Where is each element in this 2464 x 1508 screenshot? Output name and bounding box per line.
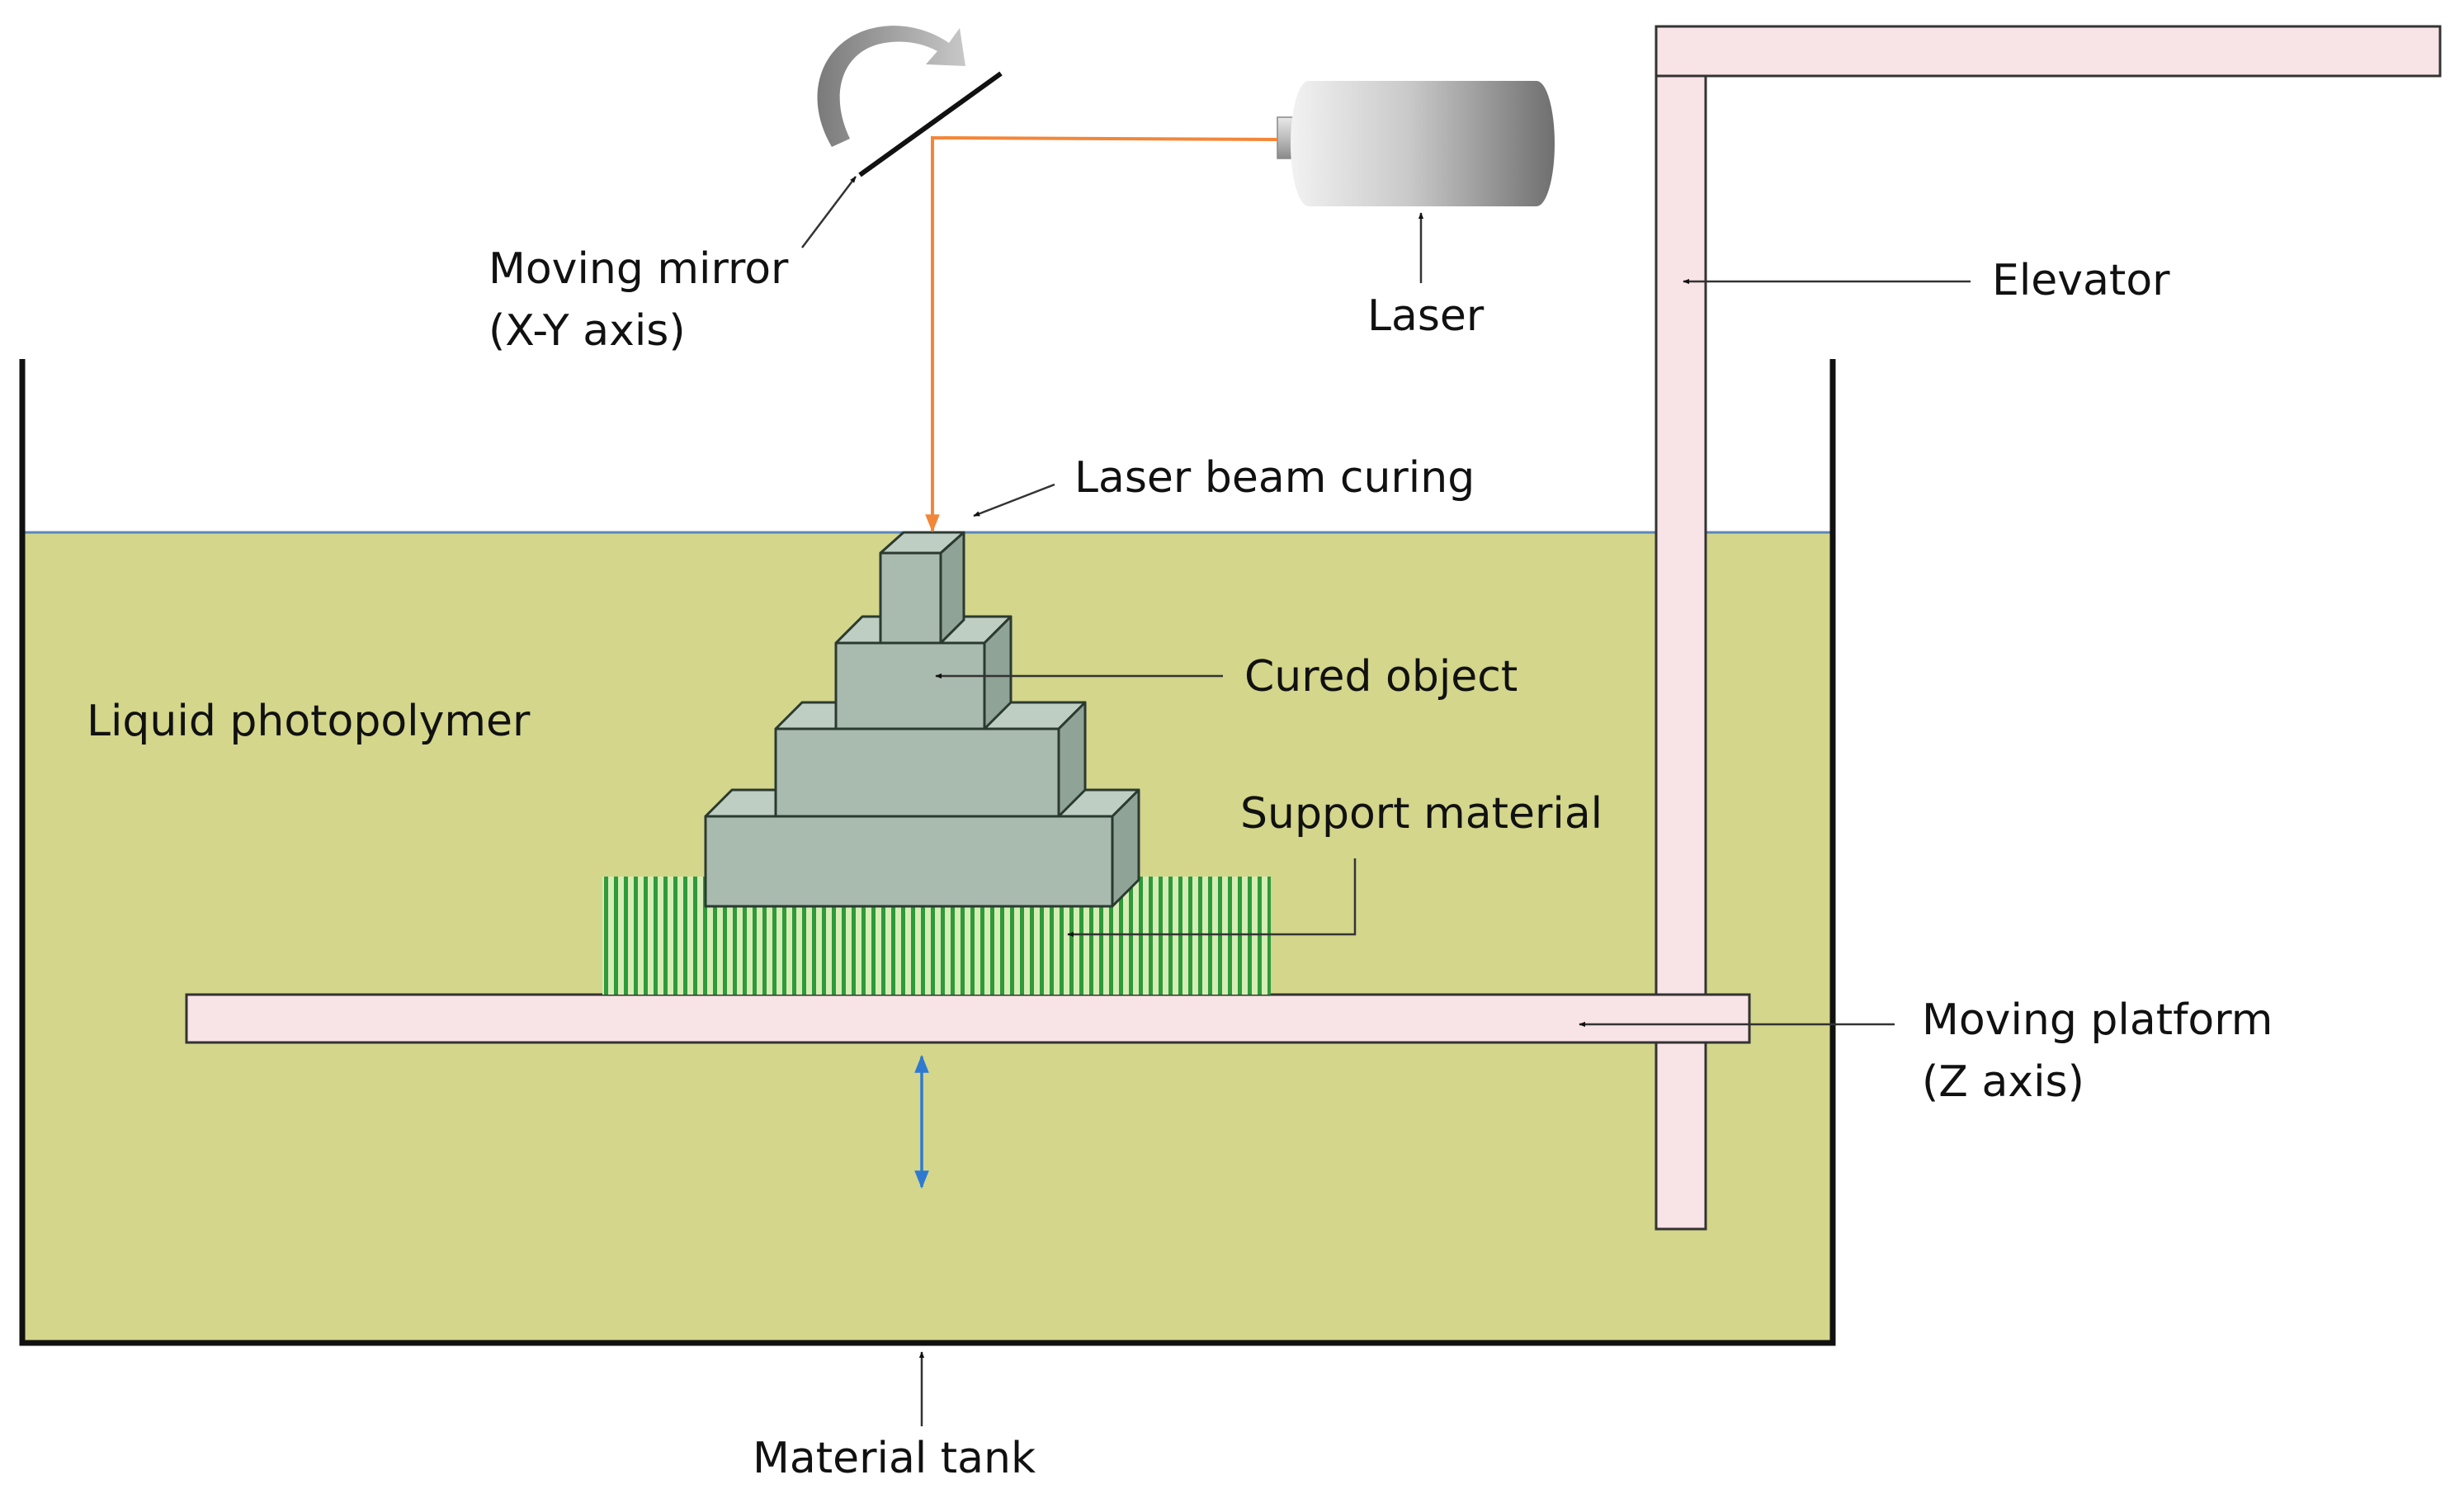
moving-platform-label: Moving platform (1922, 995, 2273, 1045)
support-material-leader (1067, 858, 1357, 938)
liquid-photopolymer-label: Liquid photopolymer (87, 697, 531, 746)
moving-mirror-label: Moving mirror (489, 244, 789, 294)
mirror-leader (801, 176, 857, 248)
elevator-label: Elevator (1992, 256, 2170, 305)
support-material-label: Support material (1240, 789, 1603, 839)
moving-platform (185, 993, 1751, 1044)
material-tank-label: Material tank (753, 1434, 1036, 1483)
cured-object (704, 531, 1140, 908)
moving-mirror (858, 71, 1003, 177)
laser-beam (925, 135, 1278, 533)
moving-mirror-axis-label: (X-Y axis) (489, 306, 686, 356)
laser-beam-curing-label: Laser beam curing (1074, 453, 1475, 503)
moving-platform-axis-label: (Z axis) (1922, 1057, 2084, 1107)
laser-label: Laser (1367, 291, 1485, 341)
rotation-arrow (817, 26, 965, 148)
cured-object-label: Cured object (1244, 652, 1518, 702)
material-tank (19, 359, 1836, 1346)
laser-beam-curing-leader (973, 483, 1055, 518)
laser-device (1277, 81, 1555, 206)
